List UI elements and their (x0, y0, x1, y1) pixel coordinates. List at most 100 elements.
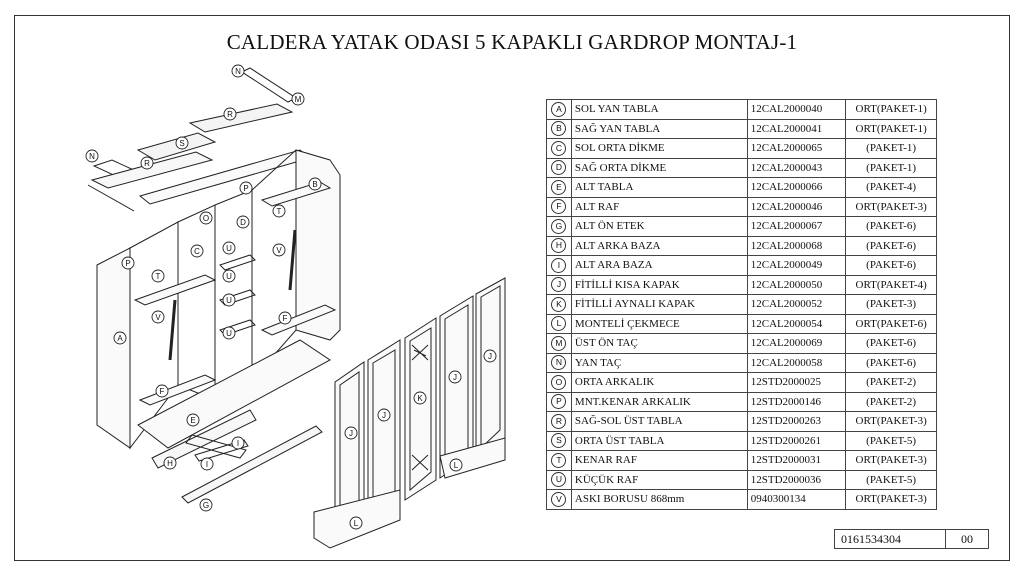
callout-n1: N (231, 64, 245, 78)
part-letter: C (551, 140, 567, 156)
callout-label: A (117, 334, 123, 343)
part-letter: E (551, 179, 567, 195)
part-code: 12CAL2000065 (746, 138, 847, 159)
callout-label: L (454, 461, 459, 470)
callout-label: J (382, 411, 386, 420)
part-name: FİTİLLİ AYNALI KAPAK (570, 294, 748, 315)
callout-label: R (144, 159, 150, 168)
callout-label: P (243, 184, 248, 193)
part-code: 12STD2000261 (746, 430, 847, 451)
callout-label: U (226, 244, 232, 253)
part-name: ÜST ÖN TAÇ (570, 333, 748, 354)
part-code: 12STD2000036 (746, 469, 847, 490)
part-letter: V (551, 491, 567, 507)
callout-i1: I (231, 436, 245, 450)
part-name: FİTİLLİ KISA KAPAK (570, 274, 748, 295)
part-letter-cell: B (546, 118, 572, 139)
part-name: SAĞ ORTA DİKME (570, 157, 748, 178)
part-name: ASKI BORUSU 868mm (570, 489, 748, 510)
callout-e: E (186, 413, 200, 427)
part-letter-cell: O (546, 372, 572, 393)
part-letter: O (551, 374, 567, 390)
part-code: 12CAL2000058 (746, 352, 847, 373)
callout-label: T (277, 207, 282, 216)
part-package: (PAKET-6) (845, 235, 937, 256)
callout-n2: N (85, 149, 99, 163)
callout-o: O (199, 211, 213, 225)
part-package: ORT(PAKET-3) (845, 196, 937, 217)
part-package: (PAKET-6) (845, 216, 937, 237)
callout-label: I (237, 439, 239, 448)
part-letter-cell: K (546, 294, 572, 315)
part-code: 12STD2000146 (746, 391, 847, 412)
part-letter: J (551, 277, 567, 293)
callout-label: K (417, 394, 423, 403)
part-code: 12CAL2000066 (746, 177, 847, 198)
part-package: (PAKET-6) (845, 255, 937, 276)
callout-j2: J (377, 408, 391, 422)
callout-label: B (312, 180, 317, 189)
part-letter-cell: F (546, 196, 572, 217)
callout-label: U (226, 296, 232, 305)
part-package: (PAKET-5) (845, 469, 937, 490)
callout-u4: U (222, 326, 236, 340)
base-parts (151, 409, 323, 504)
part-letter-cell: N (546, 352, 572, 373)
callout-g: G (199, 498, 213, 512)
part-name: SAĞ YAN TABLA (570, 118, 748, 139)
part-code: 12STD2000031 (746, 450, 847, 471)
part-package: ORT(PAKET-1) (845, 118, 937, 139)
part-name: ALT ARA BAZA (570, 255, 748, 276)
callout-r1: R (223, 107, 237, 121)
drawing-frame (14, 15, 1010, 561)
part-code: 12CAL2000069 (746, 333, 847, 354)
part-package: (PAKET-5) (845, 430, 937, 451)
revision-number: 00 (961, 532, 973, 546)
callout-label: U (226, 329, 232, 338)
wardrobe-carcass (96, 149, 341, 450)
door-panels (313, 277, 506, 549)
callout-m: M (291, 92, 305, 106)
callout-label: L (354, 519, 359, 528)
callout-u1: U (222, 241, 236, 255)
part-package: ORT(PAKET-3) (845, 411, 937, 432)
part-letter-cell: M (546, 333, 572, 354)
callout-v2: V (151, 310, 165, 324)
part-package: ORT(PAKET-1) (845, 99, 937, 120)
part-letter: G (551, 218, 567, 234)
part-package: (PAKET-4) (845, 177, 937, 198)
callout-t2: T (151, 269, 165, 283)
part-letter-cell: G (546, 216, 572, 237)
part-code: 12CAL2000046 (746, 196, 847, 217)
part-package: (PAKET-2) (845, 372, 937, 393)
part-letter-cell: E (546, 177, 572, 198)
callout-a: A (113, 331, 127, 345)
callout-label: J (488, 352, 492, 361)
part-code: 12CAL2000054 (746, 313, 847, 334)
part-letter-cell: C (546, 138, 572, 159)
part-letter: A (551, 101, 567, 117)
callout-p2: P (121, 256, 135, 270)
part-letter: S (551, 433, 567, 449)
callout-t1: T (272, 204, 286, 218)
part-code: 12CAL2000043 (746, 157, 847, 178)
part-letter-cell: U (546, 469, 572, 490)
callout-label: M (295, 95, 302, 104)
part-package: (PAKET-1) (845, 157, 937, 178)
callout-label: N (89, 152, 95, 161)
drawing-title: CALDERA YATAK ODASI 5 KAPAKLI GARDROP MO… (226, 30, 798, 54)
part-code: 12STD2000263 (746, 411, 847, 432)
part-name: KÜÇÜK RAF (570, 469, 748, 490)
part-letter: H (551, 238, 567, 254)
part-letter-cell: P (546, 391, 572, 412)
callout-j1: J (344, 426, 358, 440)
